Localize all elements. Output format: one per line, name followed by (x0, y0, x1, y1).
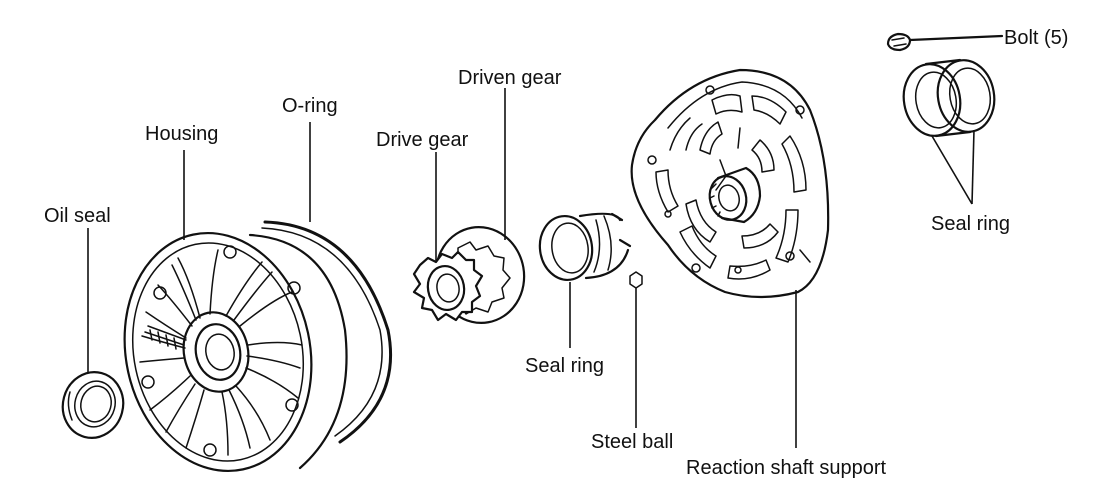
seal-ring-center-part (538, 212, 632, 281)
steel-ball-part (629, 271, 643, 289)
seal-ring-right-leaders (931, 129, 975, 205)
drive-gear-part (412, 250, 484, 322)
label-steel-ball: Steel ball (591, 431, 673, 453)
label-driven-gear: Driven gear (458, 67, 562, 89)
reaction-shaft-support-part (630, 68, 830, 299)
label-seal-ring-center: Seal ring (525, 355, 604, 377)
label-housing: Housing (145, 123, 218, 145)
oil-seal-part (61, 371, 125, 439)
label-drive-gear: Drive gear (376, 129, 469, 151)
label-o-ring: O-ring (282, 95, 338, 117)
label-seal-ring-right: Seal ring (931, 213, 1010, 235)
seal-ring-right-part (902, 58, 996, 138)
bolt-part (886, 32, 1004, 52)
label-bolt: Bolt (5) (1004, 27, 1068, 49)
pump-housing-part (123, 231, 348, 473)
label-oil-seal: Oil seal (44, 205, 111, 227)
o-ring-part (261, 220, 393, 444)
label-reaction-shaft-support: Reaction shaft support (686, 457, 887, 479)
